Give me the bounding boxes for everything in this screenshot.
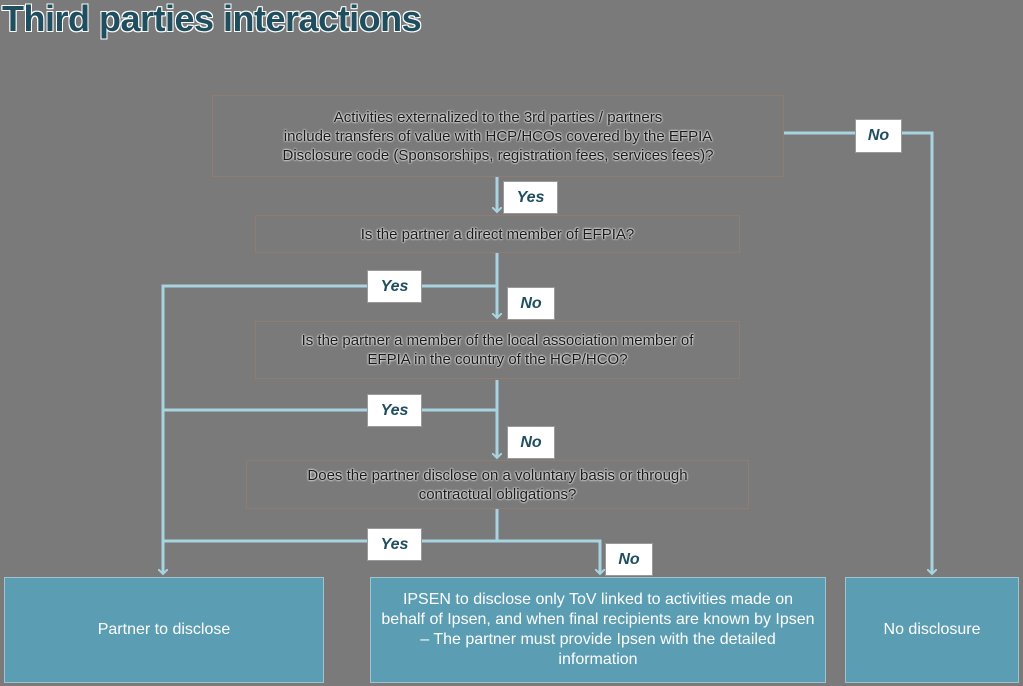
- outcome-no-disclosure: No disclosure: [845, 577, 1019, 683]
- question-3-line-1: Is the partner a member of the local ass…: [301, 332, 694, 349]
- outcome-partner-to-disclose: Partner to disclose: [4, 577, 324, 683]
- connector-q1-no: [783, 131, 932, 574]
- question-1-line-1: Activities externalized to the 3rd parti…: [333, 108, 663, 126]
- question-box-activities: Activities externalized to the 3rd parti…: [212, 95, 784, 177]
- tag-q3-no: No: [507, 426, 555, 459]
- question-box-voluntary-disclosure: Does the partner disclose on a voluntary…: [246, 460, 749, 509]
- question-1-line-3: Disclosure code (Sponsorships, registrat…: [282, 146, 714, 164]
- question-1-line-2: include transfers of value with HCP/HCOs…: [283, 127, 713, 145]
- tag-q1-yes: Yes: [503, 181, 558, 214]
- question-2-line-1: Is the partner a direct member of EFPIA?: [360, 225, 635, 243]
- page-title: Third parties interactions: [2, 0, 422, 39]
- connector-q4-no: [497, 539, 600, 574]
- question-3-line-2: EFPIA in the country of the HCP/HCO?: [367, 351, 628, 368]
- question-4-line-2: contractual obligations?: [418, 485, 577, 503]
- question-box-local-association: Is the partner a member of the local ass…: [255, 321, 740, 379]
- tag-q2-no: No: [507, 287, 555, 320]
- tag-q4-yes: Yes: [367, 528, 422, 561]
- question-box-direct-member: Is the partner a direct member of EFPIA?: [255, 215, 740, 253]
- outcome-ipsen-to-disclose: IPSEN to disclose only ToV linked to act…: [370, 577, 826, 683]
- tag-q2-yes: Yes: [367, 270, 422, 303]
- connector-q3-yes: [163, 380, 499, 412]
- tag-q4-no: No: [605, 543, 653, 576]
- question-4-line-1: Does the partner disclose on a voluntary…: [307, 466, 688, 484]
- tag-q3-yes: Yes: [367, 394, 422, 427]
- tag-q1-no: No: [855, 119, 902, 153]
